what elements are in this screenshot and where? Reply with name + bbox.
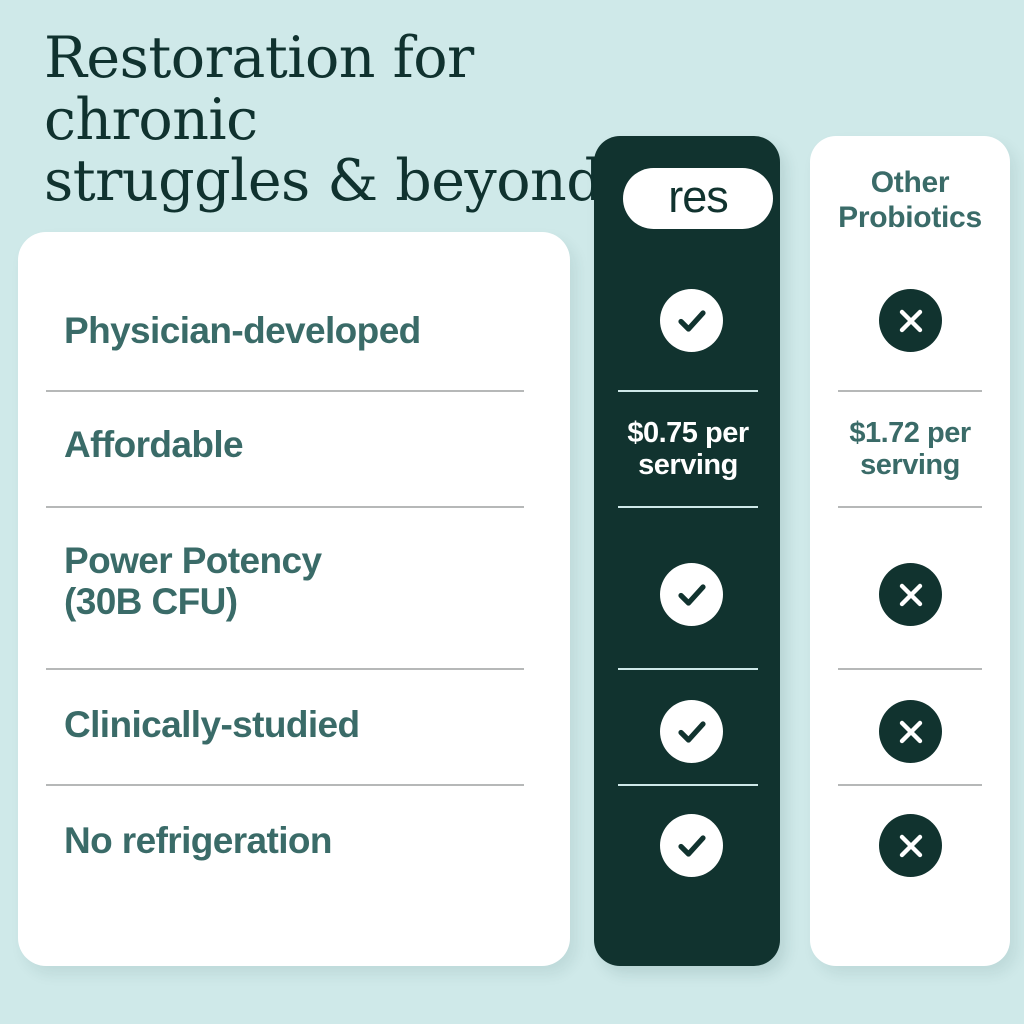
feature-label-no-refrigeration: No refrigeration — [64, 820, 544, 861]
feature-label-line1: Affordable — [64, 424, 244, 465]
check-icon — [660, 289, 723, 352]
other-divider — [838, 784, 982, 786]
res-divider — [618, 784, 758, 786]
res-price-line2: serving — [638, 448, 738, 481]
res-divider — [618, 506, 758, 508]
x-icon — [879, 700, 942, 763]
feature-label-line1: No refrigeration — [64, 820, 333, 861]
other-divider — [838, 506, 982, 508]
feature-label-line1: Clinically-studied — [64, 704, 360, 745]
page-title-line2: struggles & beyond* — [44, 148, 631, 215]
other-divider — [838, 390, 982, 392]
other-price: $1.72 per serving — [826, 417, 994, 482]
x-icon — [879, 814, 942, 877]
check-icon — [660, 814, 723, 877]
other-price-line2: serving — [860, 448, 960, 481]
res-divider — [618, 668, 758, 670]
page-title-line1: Restoration for chronic — [44, 25, 474, 153]
feature-divider — [46, 506, 524, 508]
feature-label-line2: (30B CFU) — [64, 581, 238, 623]
other-probiotics-heading-line2: Probiotics — [838, 201, 982, 235]
feature-label-power-potency: Power Potency (30B CFU) — [64, 540, 544, 623]
feature-divider — [46, 390, 524, 392]
other-probiotics-heading-line1: Other — [870, 166, 950, 199]
feature-label-line1: Physician-developed — [64, 310, 421, 351]
features-card — [18, 232, 570, 966]
feature-divider — [46, 784, 524, 786]
res-logo-pill: res — [623, 168, 773, 229]
other-divider — [838, 668, 982, 670]
x-icon — [879, 563, 942, 626]
feature-label-line1: Power Potency — [64, 540, 322, 581]
check-icon — [660, 700, 723, 763]
res-price-line1: $0.75 per — [627, 417, 749, 449]
feature-label-physician-developed: Physician-developed — [64, 310, 544, 351]
other-probiotics-heading: Other Probiotics — [810, 165, 1010, 236]
other-price-line1: $1.72 per — [849, 417, 971, 449]
res-logo-label: res — [668, 171, 729, 222]
feature-label-affordable: Affordable — [64, 424, 544, 465]
res-divider — [618, 390, 758, 392]
check-icon — [660, 563, 723, 626]
res-price: $0.75 per serving — [604, 417, 772, 482]
page-title: Restoration for chronic struggles & beyo… — [44, 25, 684, 215]
x-icon — [879, 289, 942, 352]
feature-label-clinically-studied: Clinically-studied — [64, 704, 544, 745]
feature-divider — [46, 668, 524, 670]
